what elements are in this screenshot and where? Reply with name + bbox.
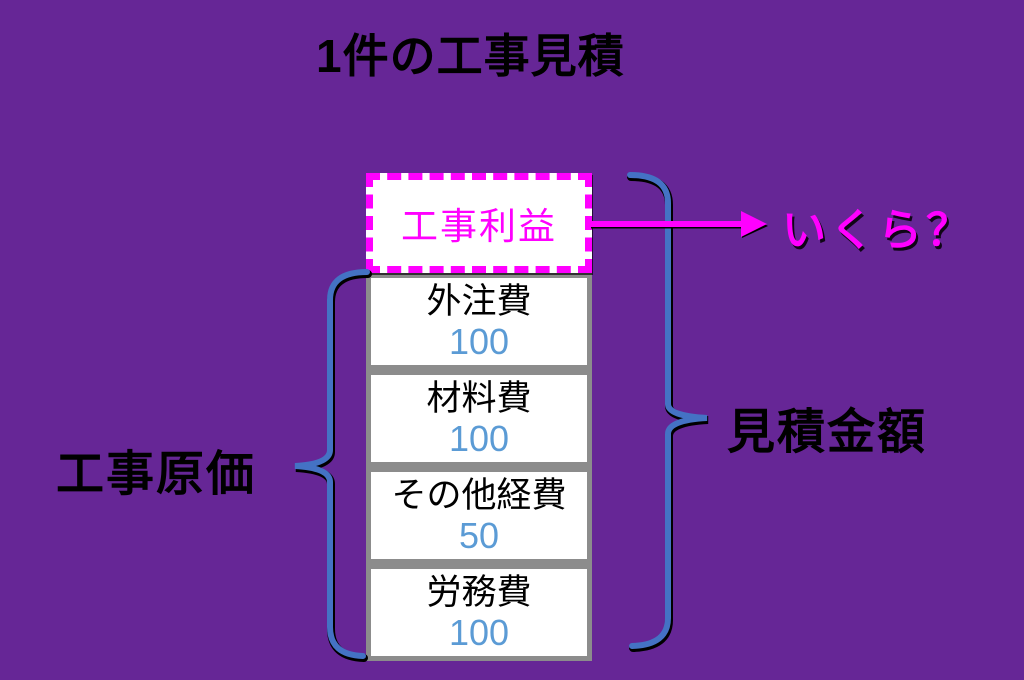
estimate-stack: 工事利益 外注費 100 材料費 100 その他経費 50 労務費 100 [366,173,592,661]
cost-value: 100 [448,320,510,362]
page-title: 1件の工事見積 [316,30,625,82]
cost-box-labor: 労務費 100 [366,564,592,661]
left-brace-icon [294,269,372,662]
profit-arrow-icon [591,211,768,238]
cost-label: 外注費 [426,282,532,322]
estimate-total-label: 見積金額 [727,406,928,459]
profit-box: 工事利益 [366,173,592,273]
cost-label: 材料費 [426,379,532,419]
how-much-label: いくら？ [782,206,974,255]
right-brace-icon [627,172,709,652]
cost-value: 100 [448,417,510,459]
cost-box-materials: 材料費 100 [366,370,592,467]
cost-box-subcontract: 外注費 100 [366,273,592,370]
cost-box-other-expenses: その他経費 50 [366,467,592,564]
cost-label: その他経費 [391,476,567,516]
cost-label: 労務費 [426,573,532,613]
cost-total-label: 工事原価 [56,448,257,501]
cost-value: 100 [448,611,510,653]
profit-box-label: 工事利益 [401,206,557,247]
cost-value: 50 [458,514,500,556]
